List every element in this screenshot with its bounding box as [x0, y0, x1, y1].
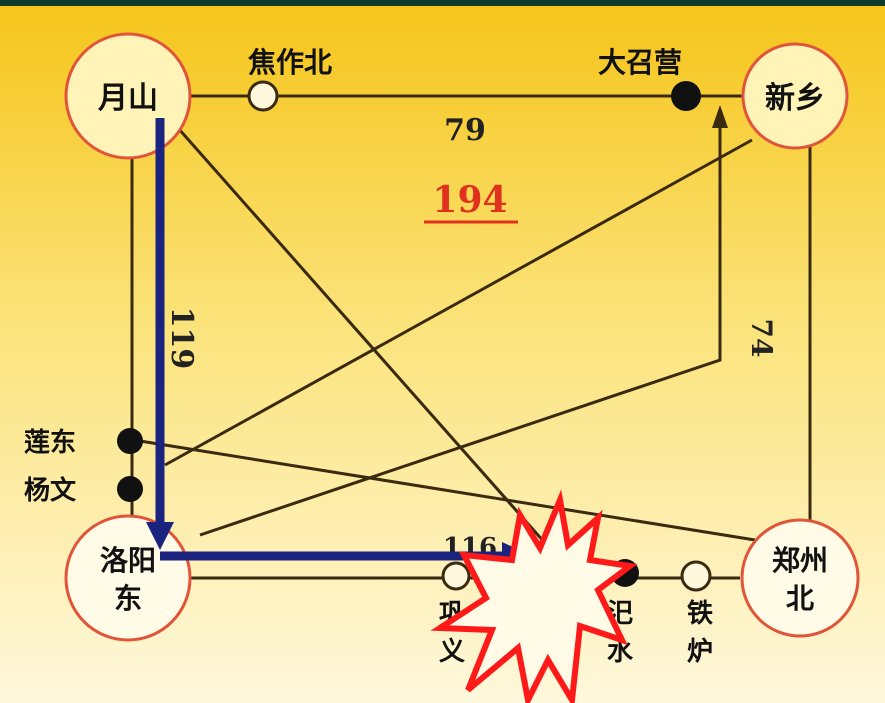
burst-icon	[430, 489, 638, 703]
route-arrow	[146, 118, 532, 570]
arrowhead-up-icon	[712, 105, 728, 128]
distance-top-label: 79	[444, 113, 486, 148]
station-xinxiang-circle	[741, 42, 849, 150]
station-tielu-dot	[680, 560, 712, 592]
track-xinxiang-diagonal	[164, 138, 753, 467]
distance-total-label: 194	[432, 179, 507, 221]
station-liandong-dot	[117, 428, 143, 454]
station-jiaozuobei-label: 焦作北	[248, 46, 332, 79]
station-luoyang-label-2: 东	[114, 582, 142, 615]
route-arrow-down-icon	[146, 522, 174, 550]
distance-left-label: 119	[164, 307, 199, 370]
station-xinxiang: 新乡	[741, 42, 849, 150]
station-zhengzhou-label-1: 郑州	[772, 544, 828, 577]
track-luoyang-xinxiang	[199, 110, 722, 537]
station-gongyi-label-2: 义	[439, 637, 465, 667]
station-zhengzhou: 郑州 北	[740, 518, 860, 638]
station-xinxiang-label: 新乡	[765, 81, 825, 116]
station-gongyi-dot	[441, 561, 471, 591]
station-zhengzhou-label-2: 北	[786, 582, 814, 615]
station-dazhaoying-dot	[671, 81, 701, 111]
station-tielu-label-2: 炉	[687, 637, 713, 667]
track-lines	[130, 94, 812, 580]
station-zhengzhou-circle	[740, 518, 860, 638]
track-liandong-zhengzhou	[139, 439, 756, 542]
station-yangwen-dot	[117, 476, 143, 502]
station-luoyang-label-1: 洛阳	[100, 544, 156, 577]
station-yueshan-label: 月山	[98, 81, 158, 116]
station-jiaozuobei-dot	[247, 80, 279, 112]
station-luoyang: 洛阳 东	[64, 514, 192, 642]
station-liandong-label: 莲东	[24, 427, 76, 458]
station-tielu-label-1: 铁	[687, 598, 713, 629]
station-yueshan: 月山	[64, 32, 192, 160]
station-yangwen-label: 杨文	[24, 475, 77, 506]
distance-right-label: 74	[745, 319, 778, 358]
station-luoyang-circle	[64, 514, 192, 642]
track-yueshan-diagonal	[176, 127, 562, 561]
station-dazhaoying-label: 大召营	[598, 46, 682, 79]
